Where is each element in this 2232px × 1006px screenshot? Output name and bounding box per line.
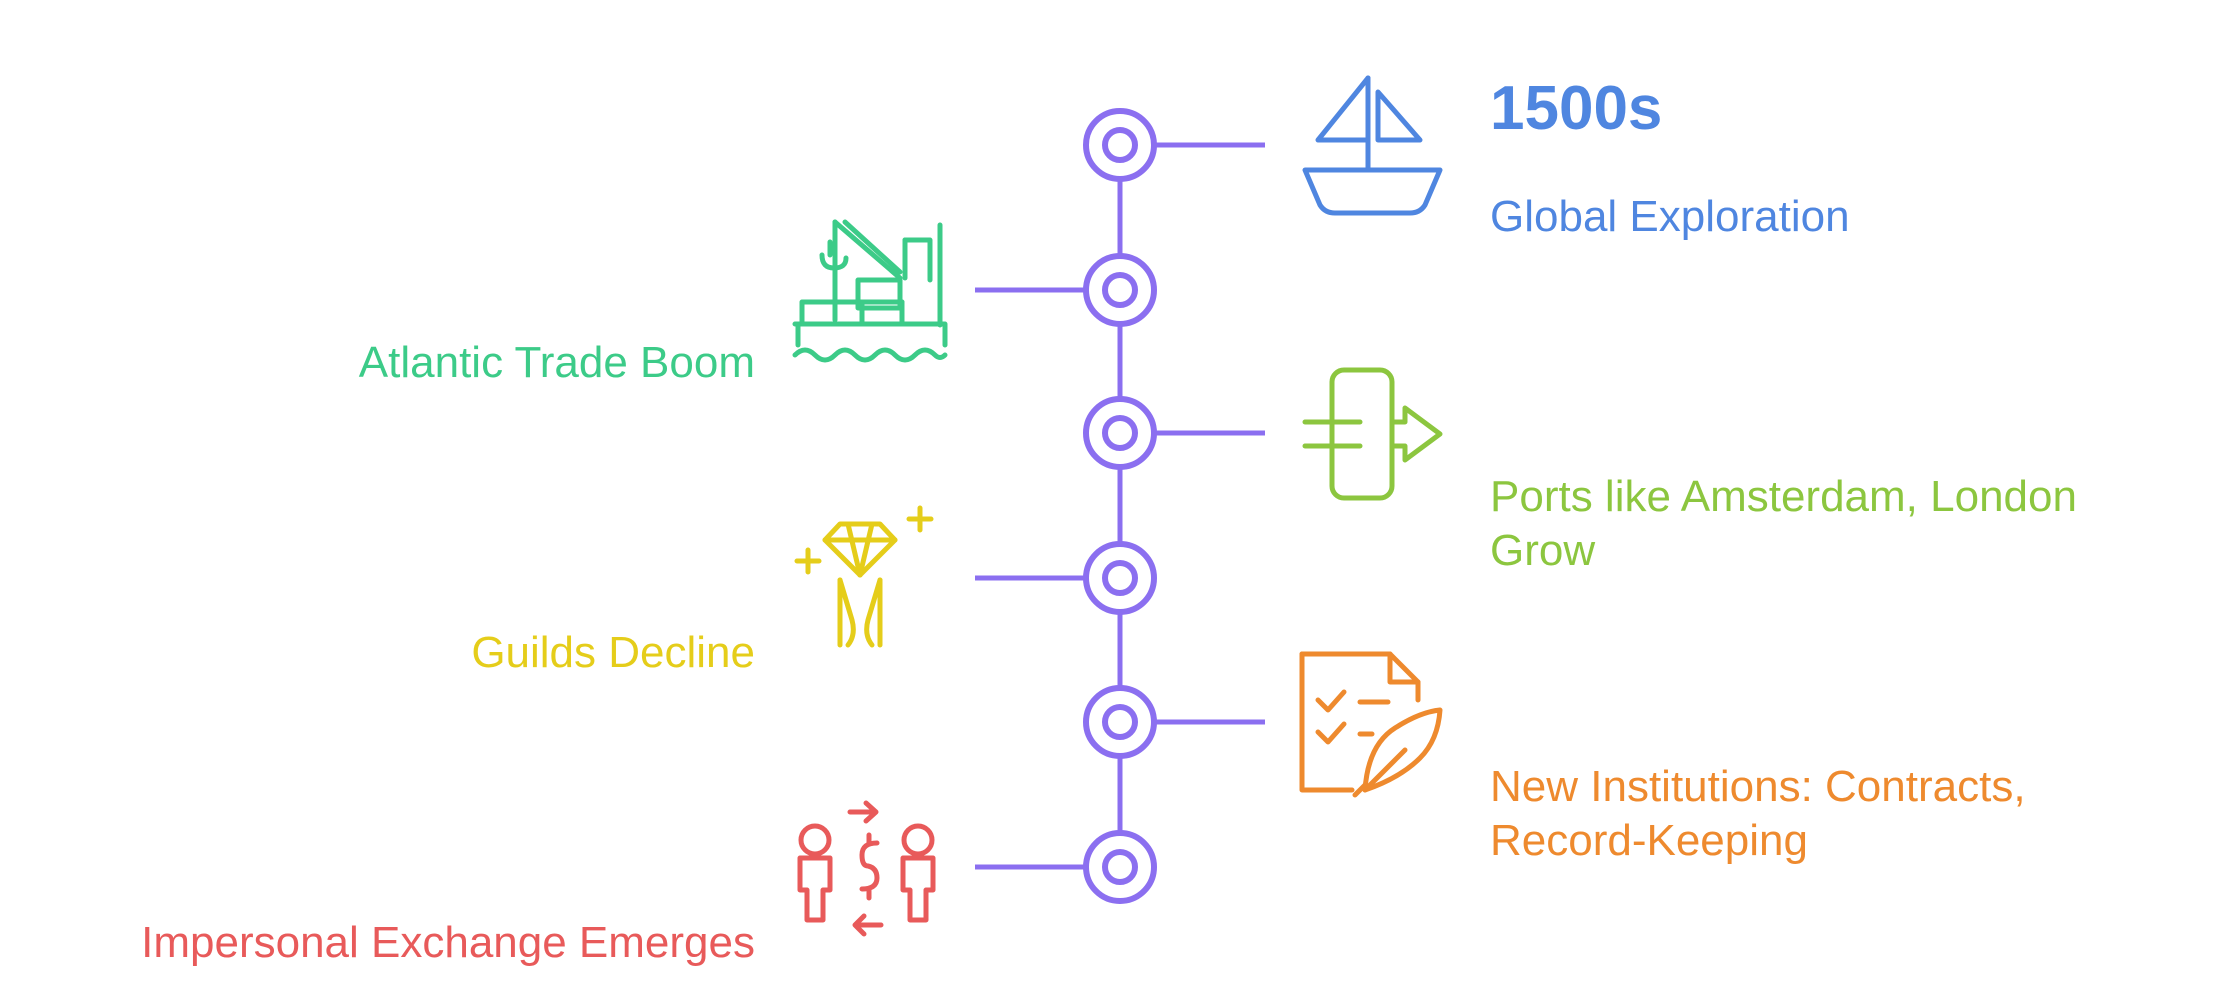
port-exit-icon bbox=[1302, 367, 1443, 501]
node-3 bbox=[1083, 396, 1157, 470]
event-6-label: Impersonal Exchange Emerges bbox=[141, 918, 755, 967]
event-4-label: Guilds Decline bbox=[471, 628, 755, 677]
event-2-label: Atlantic Trade Boom bbox=[358, 338, 755, 387]
event-5-label-line2: Record-Keeping bbox=[1490, 816, 1808, 865]
sailboat-icon bbox=[1302, 75, 1443, 216]
event-3-label: Ports like Amsterdam, London Grow bbox=[1490, 470, 2077, 578]
node-5 bbox=[1083, 685, 1157, 759]
node-6 bbox=[1083, 830, 1157, 904]
event-3-label-line2: Grow bbox=[1490, 526, 1596, 575]
event-5-label: New Institutions: Contracts, Record-Keep… bbox=[1490, 760, 2026, 868]
cargo-ship-icon bbox=[792, 219, 948, 363]
event-3-label-line1: Ports like Amsterdam, London bbox=[1490, 472, 2077, 521]
event-1-label: Global Exploration bbox=[1490, 192, 1850, 241]
jeweler-diamond-icon bbox=[794, 505, 934, 648]
contract-quill-icon bbox=[1299, 651, 1443, 798]
event-5-label-line1: New Institutions: Contracts, bbox=[1490, 762, 2026, 811]
node-4 bbox=[1083, 541, 1157, 615]
node-1 bbox=[1083, 108, 1157, 182]
event-1-year: 1500s bbox=[1490, 74, 1663, 143]
money-exchange-icon bbox=[797, 800, 936, 937]
node-2 bbox=[1083, 253, 1157, 327]
